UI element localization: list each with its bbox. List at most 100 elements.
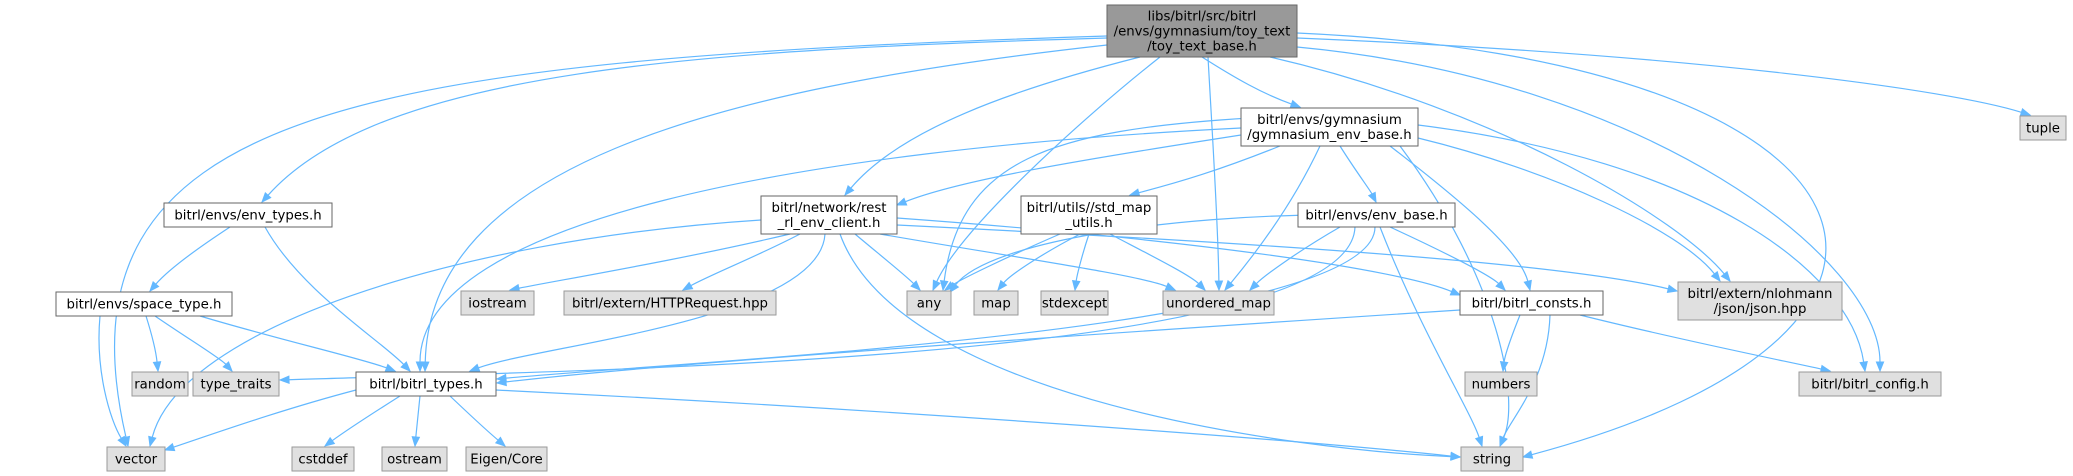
node-tuple: tuple — [2019, 115, 2067, 141]
edge-arrowhead — [939, 280, 949, 292]
edge-rest_client-to-bitrl_consts — [896, 217, 1462, 296]
edge-arrowhead — [2019, 108, 2032, 117]
edge-env_base-to-bitrl_consts — [1389, 226, 1506, 291]
edge-arrowhead — [895, 197, 908, 206]
node-box — [381, 446, 448, 472]
edge-bitrl_types-to-vector — [163, 389, 357, 452]
edge-arrowhead — [1449, 287, 1462, 296]
edge-gym_base-to-env_base — [1339, 145, 1377, 204]
node-label: bitrl/envs/space_type.h — [67, 298, 222, 313]
edge-env_base-to-string — [1379, 226, 1484, 448]
node-stdexcept: stdexcept — [1040, 290, 1109, 316]
edge-arrowhead — [949, 281, 960, 294]
edge-space_type-to-random — [145, 315, 162, 373]
edge-root-to-env_types — [261, 37, 1108, 204]
edge-arrowhead — [411, 436, 421, 448]
node-cstddef: cstddef — [291, 446, 355, 472]
edge-arrowhead — [384, 363, 397, 372]
node-gym-base[interactable]: bitrl/envs/gymnasium/gymnasium_env_base.… — [1240, 107, 1419, 147]
node-env-types[interactable]: bitrl/envs/env_types.h — [163, 202, 333, 228]
edge-bitrl_types-to-eigen_core — [449, 395, 507, 447]
node-box — [131, 371, 189, 397]
edge-arrowhead — [400, 361, 411, 372]
edge-arrowhead — [1289, 99, 1302, 108]
node-root[interactable]: libs/bitrl/src/bitrl/envs/gymnasium/toy_… — [1106, 4, 1298, 58]
node-random: random — [131, 371, 189, 397]
edge-arrowhead — [1214, 280, 1224, 292]
edge-arrowhead — [1875, 361, 1885, 373]
node-box — [55, 291, 233, 317]
edge-arrowhead — [1164, 282, 1177, 291]
edge-arrowhead — [222, 361, 233, 372]
edge-arrowhead — [420, 361, 430, 373]
node-iostream: iostream — [460, 290, 535, 316]
node-label: /envs/gymnasium/toy_text — [1114, 25, 1291, 40]
edge-env_types-to-bitrl_types — [264, 226, 411, 372]
edge-arrowhead — [1224, 279, 1235, 292]
node-numbers: numbers — [1464, 371, 1538, 397]
node-label: tuple — [2026, 122, 2060, 137]
edge-arrowhead — [932, 279, 941, 292]
edge-arrowhead — [1666, 284, 1679, 293]
edge-arrowhead — [681, 281, 694, 291]
edge-std_map_utils-to-stdexcept — [1071, 233, 1090, 292]
node-space-type[interactable]: bitrl/envs/space_type.h — [55, 291, 233, 317]
node-vector: vector — [106, 446, 166, 472]
edge-bitrl_types-to-cstddef — [323, 395, 401, 447]
node-label: bitrl/extern/nlohmann — [1688, 287, 1833, 302]
edge-arrowhead — [1521, 450, 1534, 459]
edge-space_type-to-type_traits — [154, 315, 233, 372]
edge-arrowhead — [261, 192, 272, 204]
node-label: bitrl/network/rest — [772, 201, 887, 216]
node-box — [1677, 281, 1843, 321]
edge-arrowhead — [494, 436, 507, 447]
edge-arrowhead — [278, 375, 290, 385]
node-label: Eigen/Core — [470, 453, 542, 468]
node-ostream: ostream — [381, 446, 448, 472]
edge-arrowhead — [323, 436, 336, 447]
node-box — [460, 290, 535, 316]
edge-std_map_utils-to-unordered_map — [1109, 233, 1206, 291]
node-label: random — [134, 378, 186, 393]
node-std-map-utils[interactable]: bitrl/utils//std_map_utils.h — [1020, 195, 1158, 235]
node-bitrl-consts[interactable]: bitrl/bitrl_consts.h — [1459, 290, 1604, 316]
node-box — [563, 290, 777, 316]
edges-layer — [98, 32, 2032, 461]
edge-rest_client-to-iostream — [508, 233, 791, 293]
edge-gym_base-to-std_map_utils — [1128, 145, 1281, 197]
edge-arrowhead — [1367, 191, 1377, 204]
edge-bitrl_consts-to-numbers — [1499, 314, 1521, 373]
node-box — [1460, 446, 1524, 472]
node-box — [1040, 290, 1109, 316]
edge-arrowhead — [1450, 451, 1462, 461]
node-bitrl-types[interactable]: bitrl/bitrl_types.h — [355, 371, 497, 397]
edge-rest_client-to-unordered_map — [879, 233, 1177, 291]
edge-root-to-rest_client — [844, 56, 1141, 197]
edge-bitrl_consts-to-bitrl_types — [495, 309, 1461, 387]
edge-bitrl_types-to-string — [495, 389, 1462, 461]
edge-gym_base-to-rest_client — [895, 134, 1242, 206]
node-env-base[interactable]: bitrl/envs/env_base.h — [1297, 202, 1456, 228]
edge-rest_client-to-json — [896, 224, 1679, 293]
edge-arrowhead — [997, 279, 1008, 292]
edge-arrowhead — [1071, 280, 1081, 292]
edge-rest_client-to-any — [854, 233, 921, 291]
edge-arrowhead — [495, 377, 507, 387]
node-box — [906, 290, 952, 316]
node-label: numbers — [1472, 378, 1531, 393]
node-label: unordered_map — [1166, 297, 1271, 312]
edge-arrowhead — [1499, 435, 1508, 448]
edge-arrowhead — [468, 363, 481, 372]
edge-gym_base-to-bitrl_config — [1417, 124, 1868, 373]
edge-rest_client-to-string — [839, 233, 1462, 461]
node-box — [465, 446, 548, 472]
edge-arrowhead — [1195, 280, 1206, 291]
edge-space_type-to-bitrl_types — [199, 315, 397, 372]
edge-root-to-bitrl_types — [420, 44, 1108, 373]
node-unordered-map: unordered_map — [1162, 290, 1275, 316]
edge-root-to-bitrl_config — [1296, 46, 1885, 373]
edge-std_map_utils-to-map — [997, 233, 1081, 292]
nodes-layer: libs/bitrl/src/bitrl/envs/gymnasium/toy_… — [55, 4, 2067, 472]
node-box — [291, 446, 355, 472]
node-rest-client[interactable]: bitrl/network/rest_rl_env_client.h — [760, 195, 898, 235]
